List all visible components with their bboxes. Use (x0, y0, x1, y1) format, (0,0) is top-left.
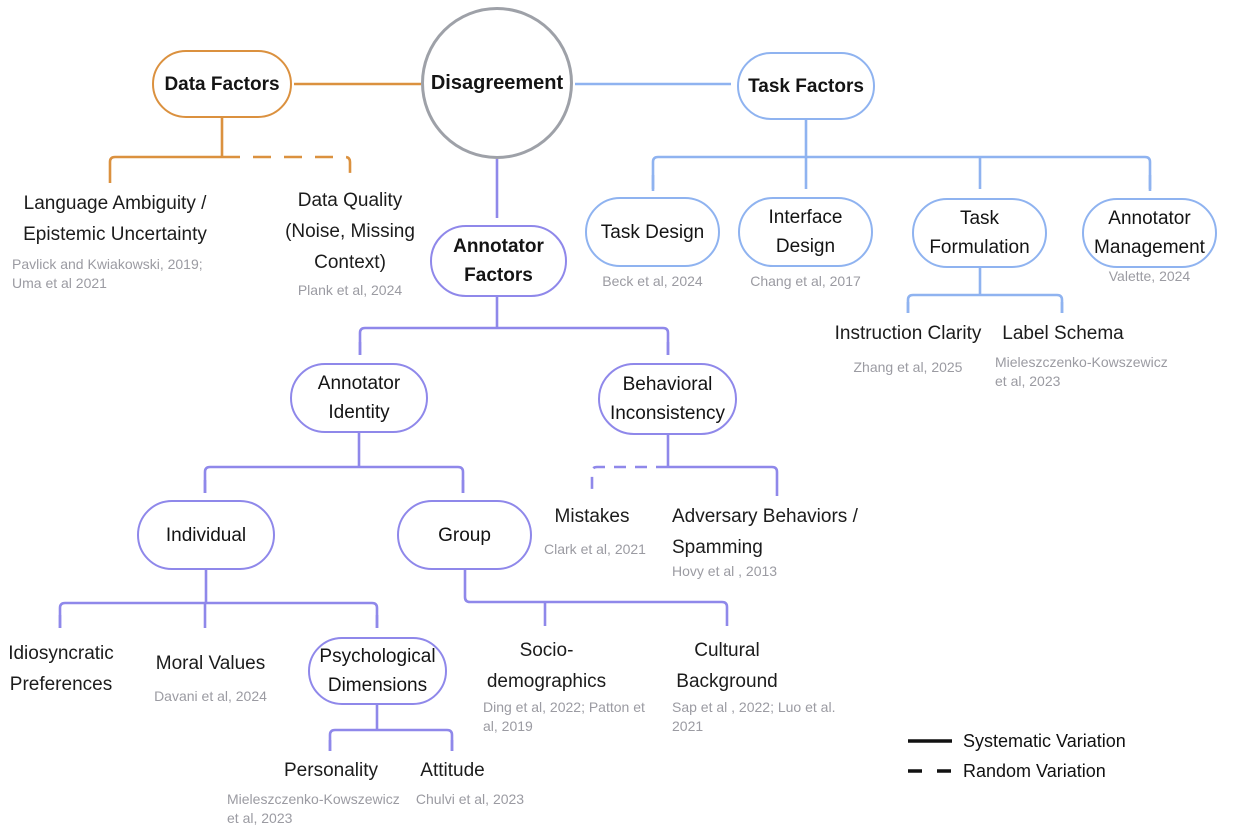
node-task-factors: Task Factors (737, 52, 875, 120)
citation-personality: Mieleszczenko-Kowszewicz et al, 2023 (227, 791, 400, 826)
citation-language-ambiguity: Pavlick and Kwiakowski, 2019; Uma et al … (12, 256, 203, 291)
citation-socio-demographics: Ding et al, 2022; Patton et al, 2019 (483, 699, 645, 734)
node-behavioral-inconsistency-label: Behavioral Inconsistency (609, 374, 726, 424)
citation-cultural-background: Sap et al , 2022; Luo et al. 2021 (672, 699, 836, 734)
edge-individual-bus (58, 601, 379, 628)
node-group: Group (397, 500, 532, 570)
citation-attitude: Chulvi et al, 2023 (415, 791, 525, 807)
node-disagreement: Disagreement (421, 7, 573, 159)
node-data-factors-label: Data Factors (164, 73, 280, 95)
legend-random-label: Random Variation (963, 761, 1106, 781)
citation-mistakes: Clark et al, 2021 (544, 541, 646, 557)
citation-interface-design: Chang et al, 2017 (750, 273, 861, 289)
node-annotator-factors-label: Annotator Factors (453, 236, 544, 286)
node-interface-design: Interface Design (738, 197, 873, 267)
citation-task-design: Beck et al, 2024 (602, 273, 703, 289)
node-disagreement-label: Disagreement (430, 71, 564, 94)
leaf-socio-demographics: Socio- demographics (486, 640, 607, 692)
citation-moral-values: Davani et al, 2024 (154, 688, 267, 704)
leaf-adversary-behaviors: Adversary Behaviors / Spamming (672, 506, 858, 558)
leaf-moral-values: Moral Values (155, 653, 266, 674)
edge-cultural-background-arrow (463, 570, 729, 626)
node-task-formulation: Task Formulation (912, 198, 1047, 268)
node-group-label: Group (438, 524, 491, 546)
edge-annotator-factors-bus (358, 326, 670, 355)
node-data-factors: Data Factors (152, 50, 292, 118)
leaf-mistakes: Mistakes (554, 506, 630, 527)
edge-data-data-quality-dashed (222, 155, 352, 183)
leaf-cultural-background: Cultural Background (676, 640, 778, 692)
leaf-data-quality: Data Quality (Noise, Missing Context) (285, 190, 415, 273)
node-task-design: Task Design (585, 197, 720, 267)
node-annotator-identity: Annotator Identity (290, 363, 428, 433)
leaf-idiosyncratic-preferences: Idiosyncratic Preferences (8, 643, 114, 695)
leaf-personality: Personality (284, 760, 378, 781)
node-annotator-factors: Annotator Factors (430, 225, 567, 297)
node-interface-design-label: Interface Design (768, 207, 843, 257)
citation-instruction-clarity: Zhang et al, 2025 (853, 359, 963, 375)
node-task-design-label: Task Design (600, 221, 705, 243)
edge-annotator-identity-bus (203, 465, 465, 493)
edge-mistakes-arrow-dashed (590, 465, 668, 494)
node-individual-label: Individual (165, 524, 247, 546)
node-annotator-identity-label: Annotator Identity (317, 373, 401, 423)
node-annotator-management-label: Annotator Management (1094, 208, 1205, 258)
node-task-formulation-label: Task Formulation (929, 208, 1030, 258)
leaf-language-ambiguity: Language Ambiguity / Epistemic Uncertain… (23, 193, 207, 245)
node-task-factors-label: Task Factors (748, 75, 864, 97)
citation-annotator-management: Valette, 2024 (1108, 268, 1191, 284)
edge-adversary-arrow (668, 465, 779, 496)
node-annotator-management: Annotator Management (1082, 198, 1217, 268)
leaf-attitude: Attitude (420, 760, 485, 781)
node-individual: Individual (137, 500, 275, 570)
legend-systematic-label: Systematic Variation (963, 731, 1126, 751)
citation-data-quality: Plank et al, 2024 (297, 282, 403, 298)
edge-psych-dims-bus (328, 728, 454, 751)
node-psychological-dimensions: Psychological Dimensions (308, 637, 447, 705)
citation-label-schema: Mieleszczenko-Kowszewicz et al, 2023 (995, 354, 1168, 389)
node-behavioral-inconsistency: Behavioral Inconsistency (598, 363, 737, 435)
citation-adversary-behaviors: Hovy et al , 2013 (672, 563, 778, 579)
edge-task-factors-bus (651, 155, 1152, 191)
leaf-instruction-clarity: Instruction Clarity (834, 323, 982, 344)
edge-task-formulation-bus (906, 293, 1064, 313)
leaf-label-schema: Label Schema (1002, 323, 1124, 344)
node-psychological-dimensions-label: Psychological Dimensions (319, 646, 436, 696)
edge-data-language-ambiguity (108, 155, 222, 183)
